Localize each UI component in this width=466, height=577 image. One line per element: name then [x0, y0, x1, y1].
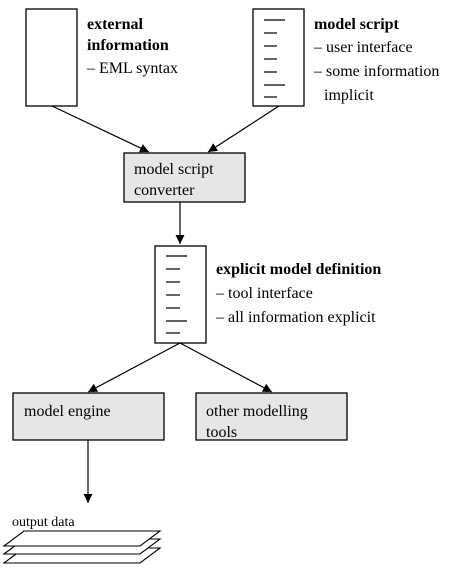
external-information-title-line1: external [87, 16, 144, 33]
external-information-document-icon [25, 8, 78, 107]
model-script-document-icon [252, 8, 305, 107]
model-script-text-lines-icon [264, 19, 285, 98]
output-data-layers-icon [2, 530, 162, 564]
external-information-node: external information – EML syntax [25, 8, 178, 107]
external-information-title-line2: information [87, 37, 169, 54]
other-tools-label-line2: tools [206, 424, 237, 441]
external-information-bullet-syntax: – EML syntax [86, 60, 178, 77]
other-modelling-tools-box: other modelling tools [195, 392, 348, 441]
converter-label-line2: converter [134, 182, 195, 199]
model-script-node: model script – user interface – some inf… [252, 8, 439, 107]
model-script-bullet-user-interface: – user interface [313, 39, 413, 56]
model-script-title: model script [314, 16, 400, 33]
output-data-label: output data [12, 515, 75, 530]
model-script-bullet-implicit: implicit [324, 87, 374, 104]
model-engine-label: model engine [24, 403, 111, 420]
explicit-model-definition-node: explicit model definition – tool interfa… [154, 245, 381, 344]
arrow-external-to-converter [51, 105, 150, 153]
arrow-script-to-converter [207, 105, 280, 153]
explicit-model-title: explicit model definition [216, 261, 381, 278]
explicit-model-document-icon [154, 245, 207, 344]
model-script-bullet-some-information: – some information [313, 63, 439, 80]
model-script-converter-box: model script converter [123, 152, 246, 203]
model-engine-box: model engine [12, 392, 165, 441]
converter-label-line1: model script [134, 161, 214, 178]
explicit-model-bullet-all-information: – all information explicit [215, 309, 376, 326]
explicit-model-bullet-tool-interface: – tool interface [215, 285, 313, 302]
arrow-explicit-to-model-engine [87, 342, 181, 393]
other-tools-label-line1: other modelling [206, 403, 308, 420]
arrow-explicit-to-other-tools [179, 342, 273, 393]
explicit-model-text-lines-icon [166, 255, 187, 334]
